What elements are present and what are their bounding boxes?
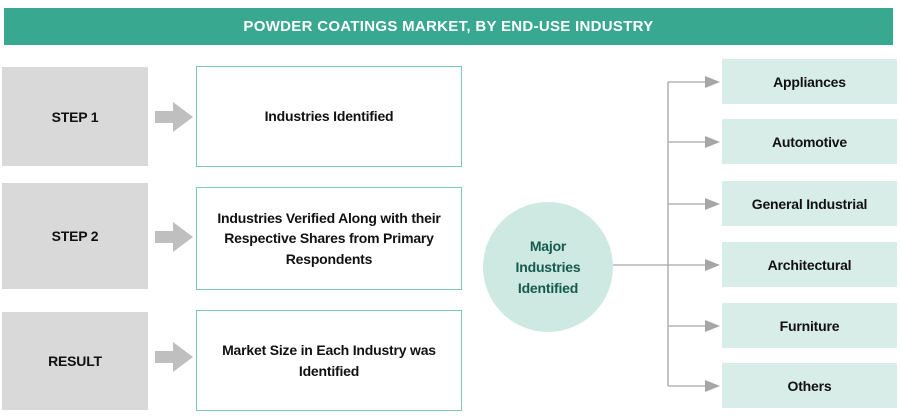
branch-connector-lines xyxy=(613,76,720,392)
step-2-label-box: STEP 2 xyxy=(2,183,148,289)
step-2-label: STEP 2 xyxy=(51,228,99,244)
industry-box-general-industrial: General Industrial xyxy=(722,181,897,226)
industry-label: Automotive xyxy=(771,133,847,150)
industry-box-automotive: Automotive xyxy=(722,119,897,164)
industry-label: Architectural xyxy=(767,256,852,273)
result-label-box: RESULT xyxy=(2,312,148,410)
industry-box-architectural: Architectural xyxy=(722,242,897,287)
result-description: Market Size in Each Industry was Identif… xyxy=(222,342,436,379)
industry-label: Appliances xyxy=(773,73,846,90)
arrowhead-icon xyxy=(705,76,720,392)
step-1-label: STEP 1 xyxy=(51,108,99,125)
result-description-box: Market Size in Each Industry was Identif… xyxy=(196,310,462,411)
title-bar: POWDER COATINGS MARKET, BY END-USE INDUS… xyxy=(4,8,893,45)
flow-arrow-icon xyxy=(155,222,193,252)
step-1-description-box: Industries Identified xyxy=(196,66,462,167)
major-industries-hub: Major Industries Identified xyxy=(483,202,613,332)
industry-box-furniture: Furniture xyxy=(722,303,897,348)
step-2-description: Industries Verified Along with their Res… xyxy=(217,210,441,267)
result-label: RESULT xyxy=(48,353,102,369)
flow-arrow-icon xyxy=(155,342,193,372)
step-1-description: Industries Identified xyxy=(264,108,394,125)
hub-label: Major Industries Identified xyxy=(515,237,581,296)
page-title: POWDER COATINGS MARKET, BY END-USE INDUS… xyxy=(243,18,654,35)
industry-label: Others xyxy=(787,377,832,394)
step-1-label-box: STEP 1 xyxy=(2,67,148,166)
industry-box-appliances: Appliances xyxy=(722,59,897,104)
step-2-description-box: Industries Verified Along with their Res… xyxy=(196,187,462,290)
flow-arrow-icon xyxy=(155,102,193,132)
industry-box-others: Others xyxy=(722,363,897,408)
industry-label: Furniture xyxy=(779,317,840,334)
industry-label: General Industrial xyxy=(751,195,868,212)
